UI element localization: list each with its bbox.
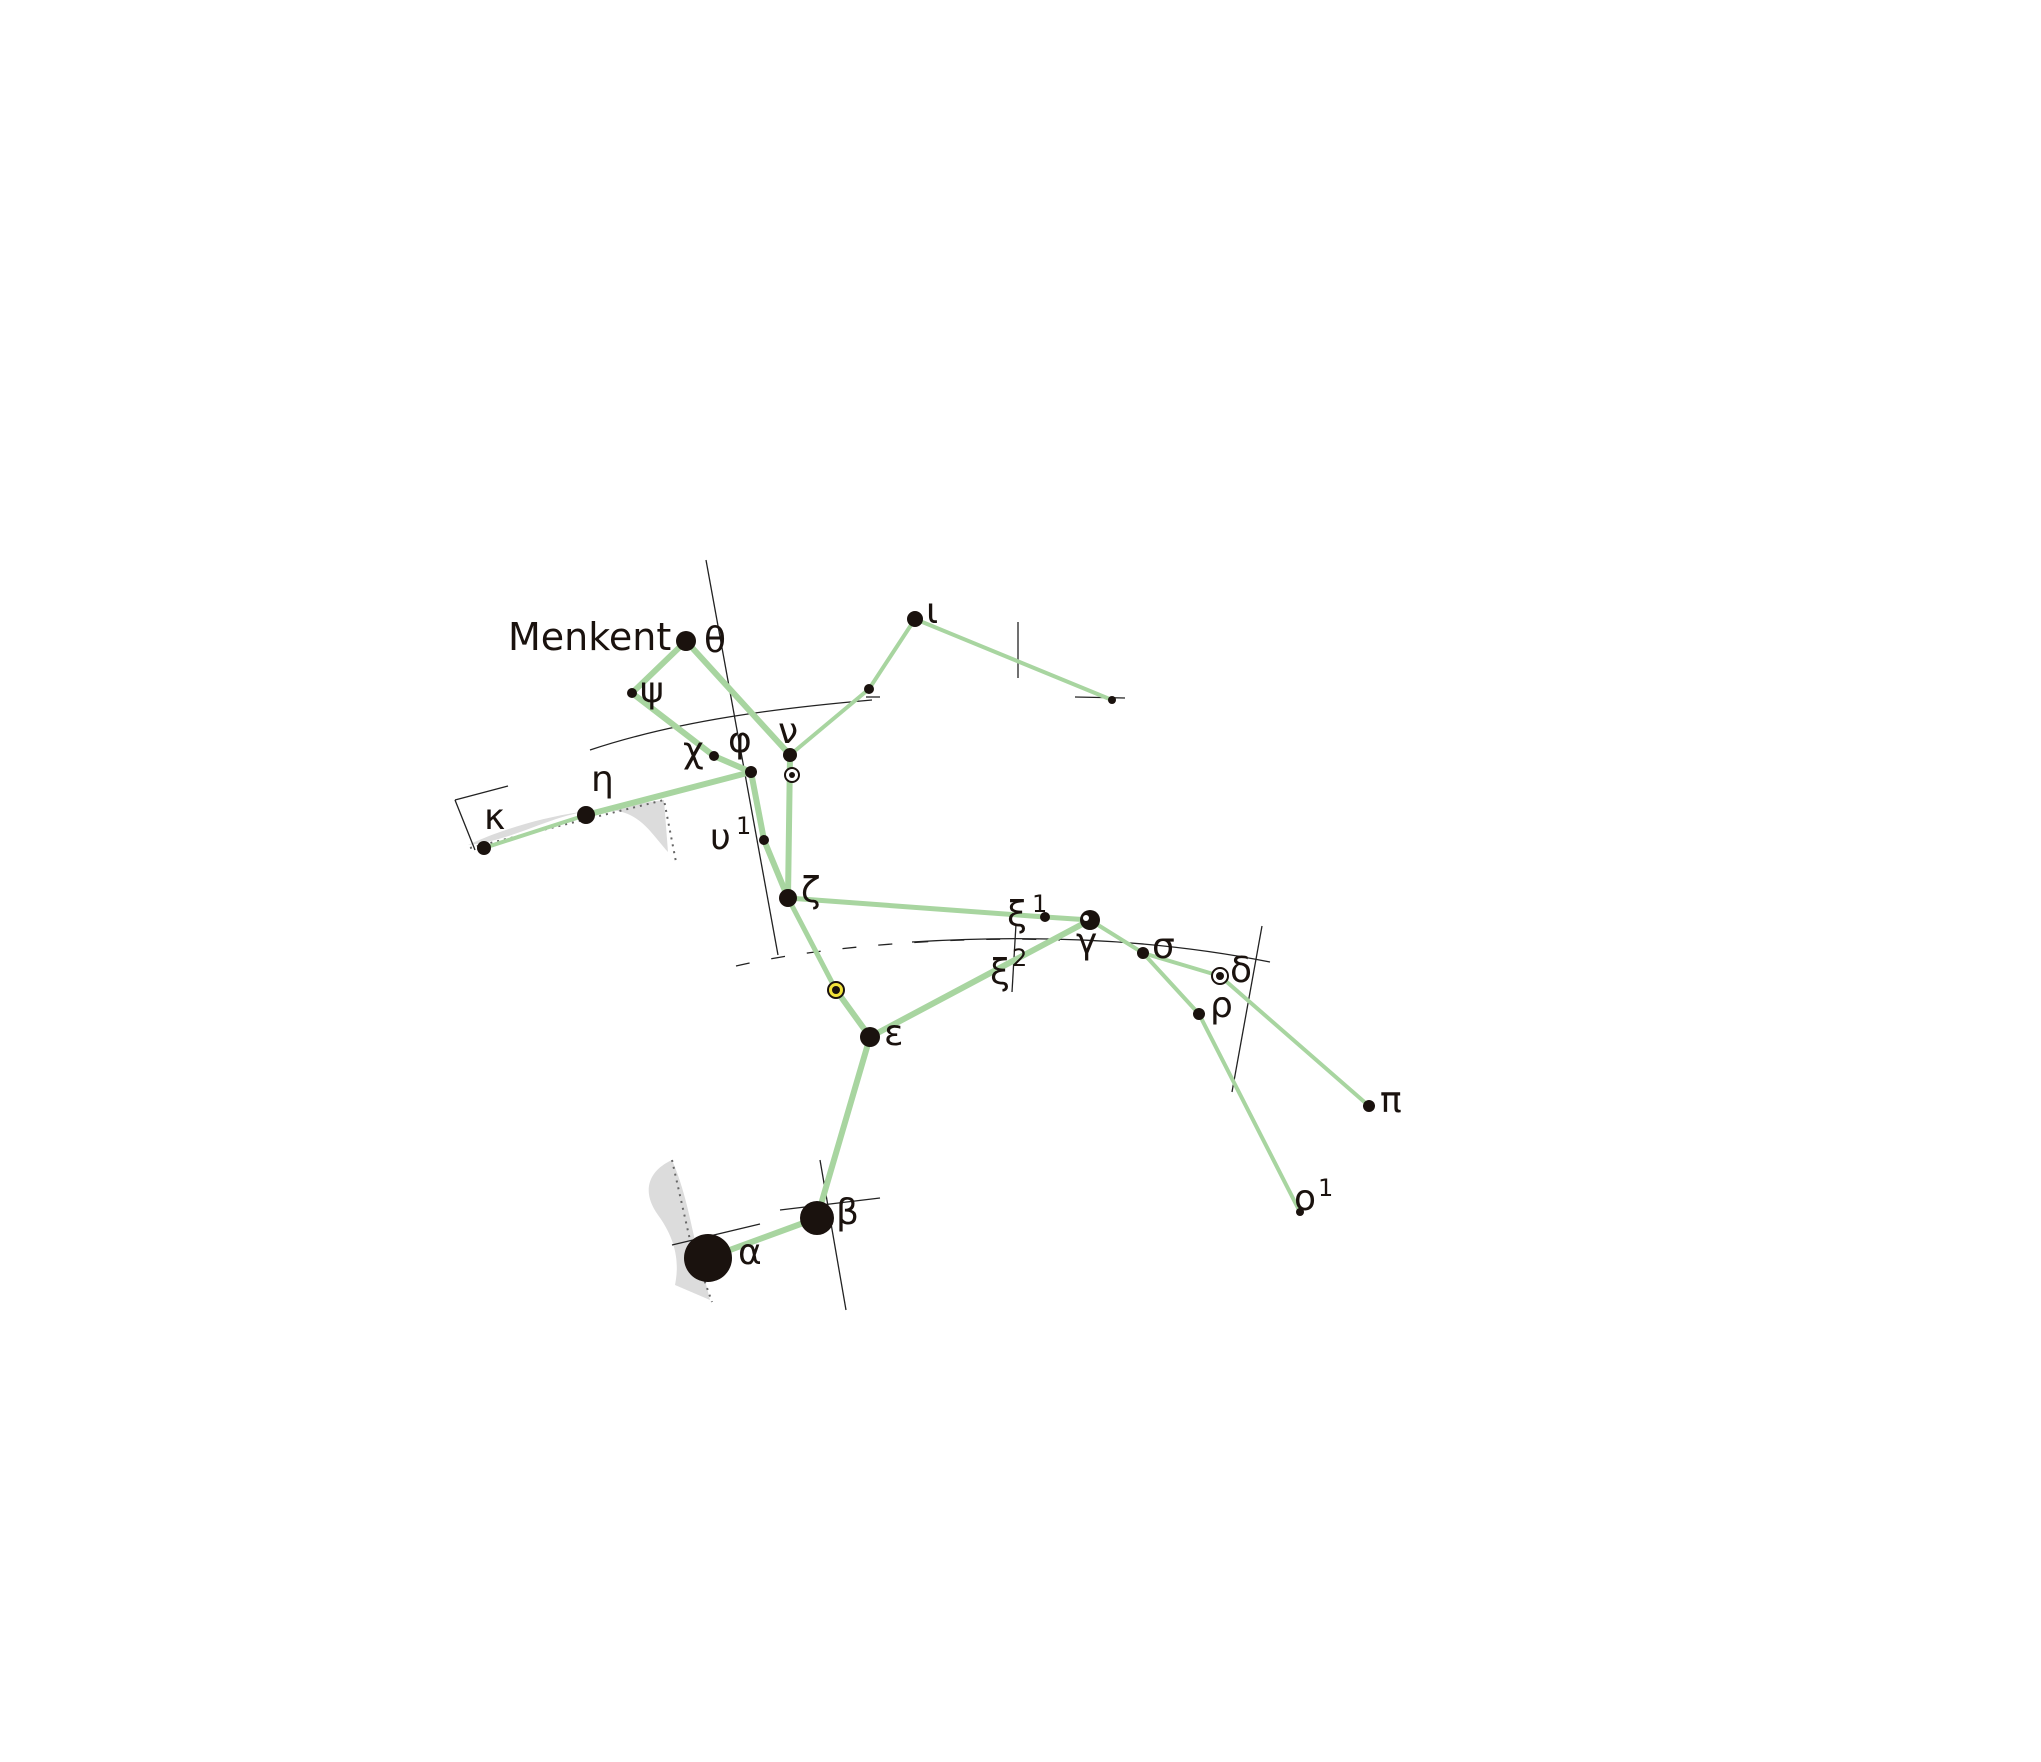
star-epsilon bbox=[860, 1027, 880, 1047]
label-sigma: σ bbox=[1152, 926, 1175, 967]
label-omicron1: o bbox=[1294, 1178, 1316, 1219]
star-alpha bbox=[684, 1234, 732, 1282]
label-xi2: ξ bbox=[990, 952, 1010, 993]
label-menkent: Menkent bbox=[508, 615, 671, 659]
star-rho bbox=[1193, 1008, 1205, 1020]
star-eta bbox=[577, 806, 595, 824]
star-nu bbox=[783, 748, 797, 762]
label-rho: ρ bbox=[1210, 985, 1233, 1026]
star-pi bbox=[1363, 1100, 1375, 1112]
label-pi: π bbox=[1380, 1080, 1402, 1121]
star-upsilon1 bbox=[759, 835, 769, 845]
label-xi1: ξ bbox=[1007, 894, 1027, 935]
label-iota: ι bbox=[926, 591, 938, 632]
label-psi: ψ bbox=[640, 670, 664, 711]
star-beta bbox=[800, 1201, 834, 1235]
star-omicron1 bbox=[1296, 1208, 1304, 1216]
label-nu: ν bbox=[778, 711, 798, 752]
star-theta bbox=[676, 631, 696, 651]
star-far-end bbox=[1108, 696, 1116, 704]
star-chi bbox=[709, 751, 719, 761]
label-kappa: κ bbox=[484, 797, 505, 838]
star-iota bbox=[907, 611, 923, 627]
star-gamma bbox=[1080, 910, 1100, 930]
constellation-lines bbox=[482, 617, 1371, 1261]
star-labels: Menkent θ ι ψ χ φ ν κ η υ 1 ζ ξ 1 γ σ δ … bbox=[484, 591, 1402, 1273]
star-xi1 bbox=[1040, 912, 1050, 922]
label-beta: β bbox=[836, 1192, 859, 1233]
label-upsilon1: υ bbox=[710, 817, 731, 858]
label-chi: χ bbox=[683, 730, 704, 771]
label-gamma: γ bbox=[1076, 921, 1097, 962]
label-xi1-sup: 1 bbox=[1032, 890, 1047, 918]
label-omicron1-sup: 1 bbox=[1318, 1174, 1333, 1202]
star-sigma bbox=[1137, 947, 1149, 959]
label-xi2-sup: 2 bbox=[1012, 944, 1027, 972]
label-phi: φ bbox=[728, 720, 752, 761]
milky-way-patch-upper bbox=[468, 800, 668, 852]
label-delta: δ bbox=[1230, 950, 1252, 991]
label-upsilon1-sup: 1 bbox=[736, 812, 751, 840]
star-kappa bbox=[477, 841, 491, 855]
label-eta: η bbox=[591, 759, 614, 800]
star-zeta bbox=[779, 889, 797, 907]
star-phi bbox=[745, 766, 757, 778]
star-psi bbox=[627, 688, 637, 698]
coordinate-grid bbox=[454, 559, 1271, 1311]
label-theta: θ bbox=[704, 620, 726, 661]
label-zeta: ζ bbox=[801, 870, 821, 911]
label-epsilon: ε bbox=[884, 1013, 903, 1054]
star-iota-companion bbox=[864, 684, 874, 694]
stars bbox=[477, 611, 1375, 1282]
label-alpha: α bbox=[738, 1232, 762, 1273]
